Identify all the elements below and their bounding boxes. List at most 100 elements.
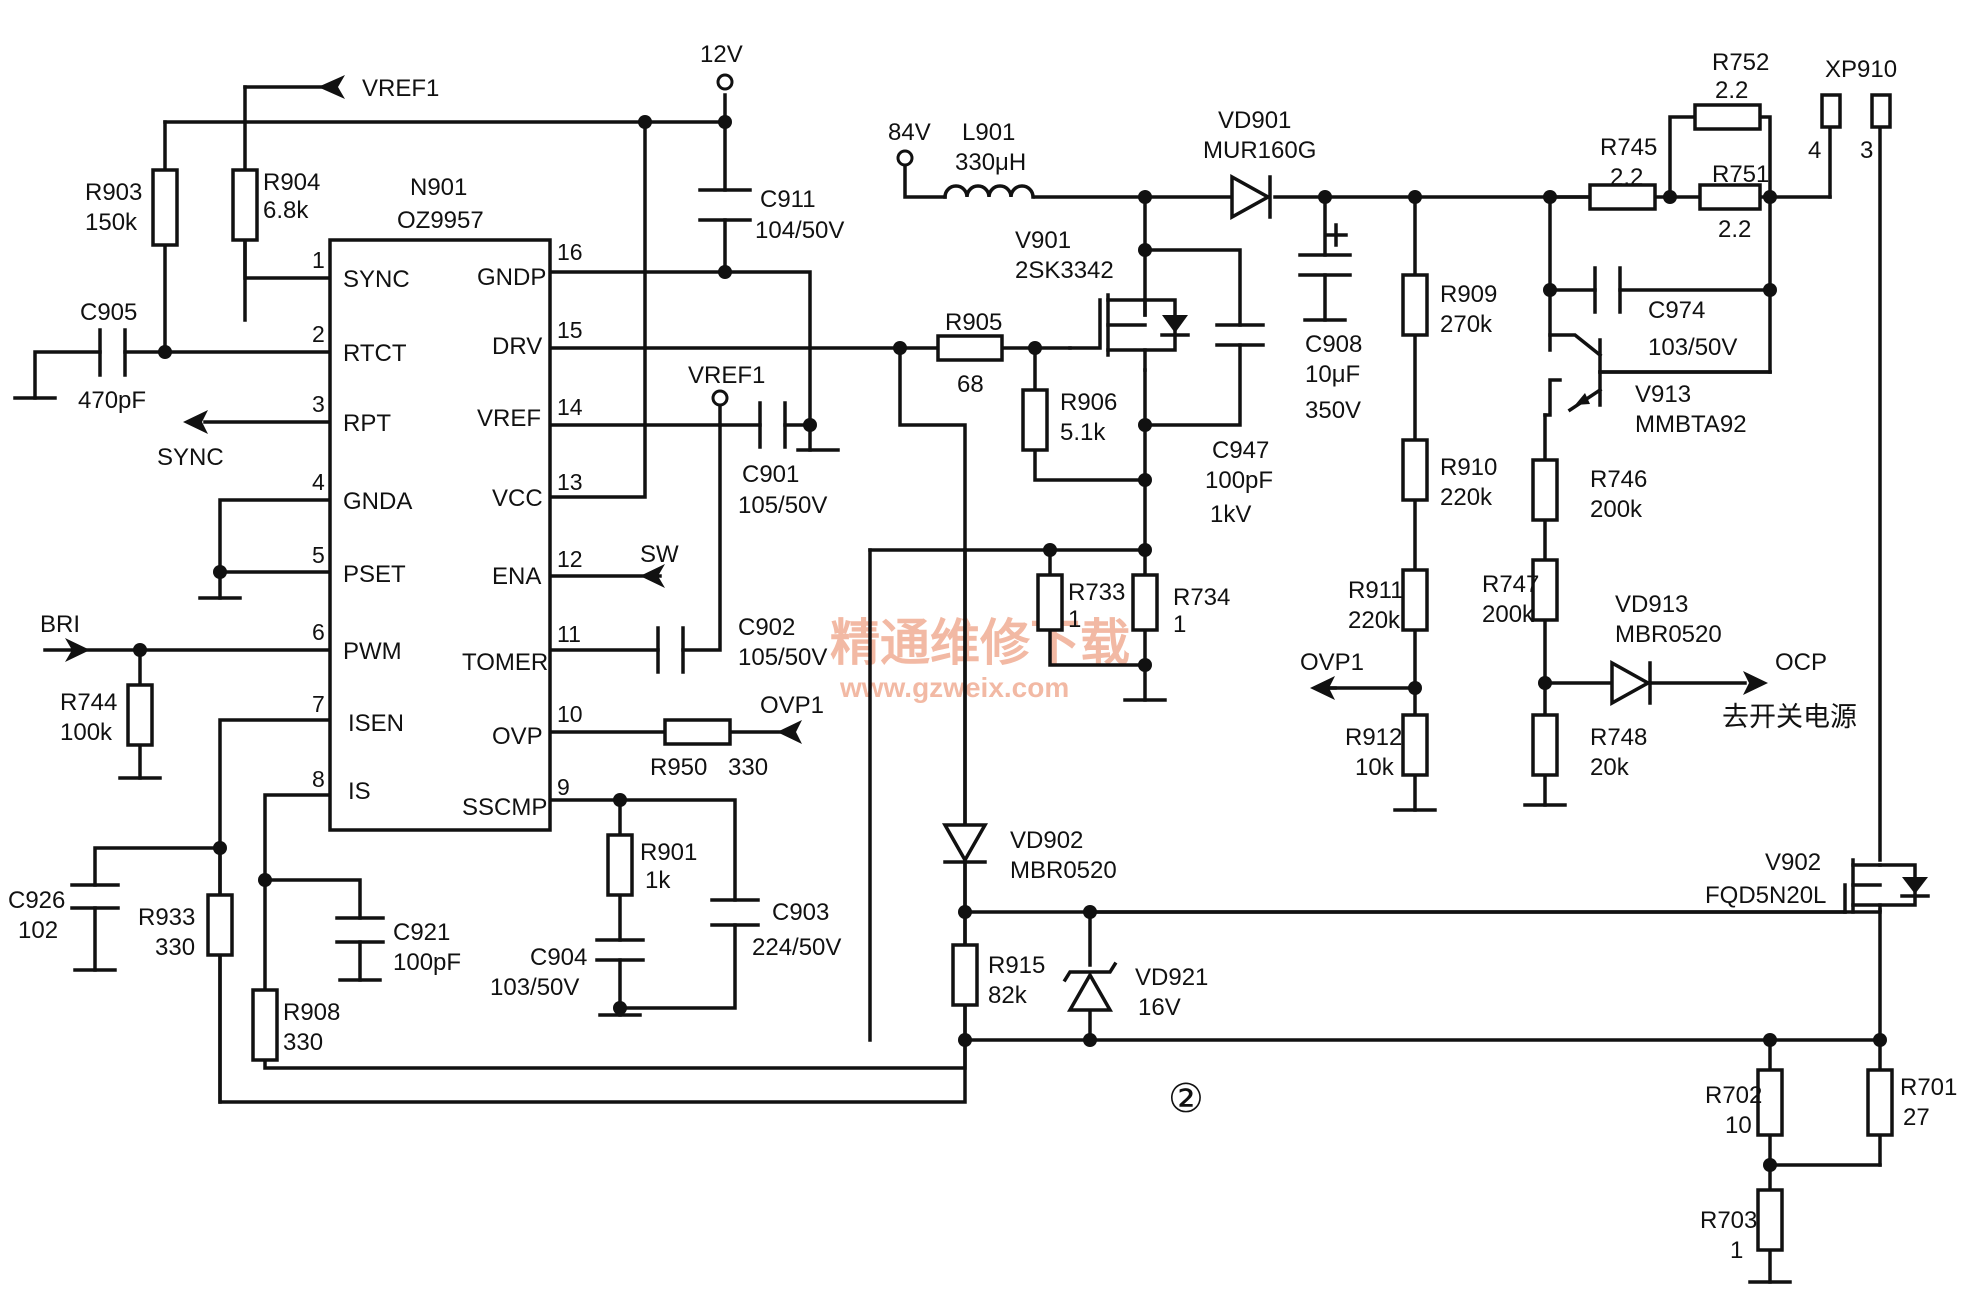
label-val: 100k xyxy=(60,719,113,746)
label-val: 100pF xyxy=(393,949,461,976)
label-ref: R908 xyxy=(283,999,340,1026)
label-val: 10k xyxy=(1355,754,1395,781)
ic-pin-name: RPT xyxy=(343,410,391,437)
resistor-r752 xyxy=(1693,103,1762,131)
label-val: 1 xyxy=(1730,1237,1743,1264)
watermark-cn: 精通维修下载 xyxy=(830,615,1130,671)
label-val: 330 xyxy=(155,934,195,961)
label-val: 330 xyxy=(283,1029,323,1056)
resistor-r733 xyxy=(1036,573,1064,632)
label-val: 10μF xyxy=(1305,361,1360,388)
net-vref1-mid: VREF1 xyxy=(688,362,765,389)
resistor-r703 xyxy=(1756,1188,1784,1252)
label-val: 16V xyxy=(1138,994,1181,1021)
terminal-84v xyxy=(896,149,914,167)
label-val: 1 xyxy=(1173,611,1186,638)
transistor-v913 xyxy=(1548,333,1772,413)
resistor-r701 xyxy=(1866,1068,1894,1137)
label-val: 2SK3342 xyxy=(1015,257,1114,284)
ic-pin-name: VCC xyxy=(492,485,543,512)
net-xp-pin3: 3 xyxy=(1860,137,1873,164)
resistor-r734 xyxy=(1131,573,1159,632)
label-ref: R703 xyxy=(1700,1207,1757,1234)
mosfet-v901 xyxy=(1068,293,1190,372)
ic-n901: N901 OZ9957 1 SYNC 2 RTCT 3 RPT 4 GNDA 5… xyxy=(312,174,583,832)
resistor-r912 xyxy=(1401,713,1429,777)
resistor-r910 xyxy=(1401,438,1429,502)
ic-pin-name: IS xyxy=(348,778,371,805)
label-val: 2.2 xyxy=(1610,164,1643,191)
label-ref: R912 xyxy=(1345,724,1402,751)
label-ref: L901 xyxy=(962,119,1015,146)
label-ref: R950 xyxy=(650,754,707,781)
resistor-r906 xyxy=(1021,388,1049,452)
ic-pin-name: ISEN xyxy=(348,710,404,737)
resistor-r911 xyxy=(1401,568,1429,632)
resistor-r702 xyxy=(1756,1068,1784,1137)
label-ref: R748 xyxy=(1590,724,1647,751)
label-ref: C947 xyxy=(1212,437,1269,464)
label-ref: R904 xyxy=(263,169,320,196)
label-ref: C903 xyxy=(772,899,829,926)
net-12v: 12V xyxy=(700,41,743,68)
ic-pin-num: 7 xyxy=(312,691,325,717)
resistors xyxy=(126,103,1894,1252)
label-val: 1 xyxy=(1068,606,1081,633)
label-ref: C926 xyxy=(8,887,65,914)
label-ref: R933 xyxy=(138,904,195,931)
label-val: 470pF xyxy=(78,387,146,414)
net-84v: 84V xyxy=(888,119,931,146)
label-ref: R702 xyxy=(1705,1082,1762,1109)
label-val: 220k xyxy=(1348,607,1401,634)
terminal-12v xyxy=(716,73,734,91)
ic-pin-num: 14 xyxy=(557,394,583,420)
connector-xp910-pin3 xyxy=(1870,93,1892,129)
label-ref: R909 xyxy=(1440,281,1497,308)
ic-pin-num: 15 xyxy=(557,317,583,343)
label-val: 330μH xyxy=(955,149,1026,176)
ic-ref: N901 xyxy=(410,174,467,201)
resistor-r909 xyxy=(1401,273,1429,337)
ic-pin-name: OVP xyxy=(492,723,543,750)
arrow-ovp1-out xyxy=(1310,676,1335,700)
label-ref: R745 xyxy=(1600,134,1657,161)
mosfet-v902 xyxy=(1843,858,1930,914)
label-val: 150k xyxy=(85,209,138,236)
ic-pin-name: VREF xyxy=(477,405,541,432)
label-ref: V913 xyxy=(1635,381,1691,408)
label-ref: VD913 xyxy=(1615,591,1688,618)
figure-number: ② xyxy=(1168,1077,1204,1121)
ic-pin-num: 16 xyxy=(557,239,583,265)
ic-pin-name: SYNC xyxy=(343,266,410,293)
ic-part: OZ9957 xyxy=(397,207,484,234)
label-val: MBR0520 xyxy=(1010,857,1117,884)
label-val: 20k xyxy=(1590,754,1630,781)
ic-pin-num: 2 xyxy=(312,321,325,347)
ic-pin-num: 11 xyxy=(557,621,581,647)
label-val: MMBTA92 xyxy=(1635,411,1747,438)
label-val: 5.1k xyxy=(1060,419,1106,446)
label-val: 2.2 xyxy=(1718,216,1751,243)
net-bri: BRI xyxy=(40,611,80,638)
label-ref: R701 xyxy=(1900,1074,1957,1101)
ic-pin-name: GNDA xyxy=(343,488,412,515)
resistor-r933 xyxy=(206,893,234,957)
label-ref: R747 xyxy=(1482,571,1539,598)
label-val: 270k xyxy=(1440,311,1493,338)
ic-pin-num: 8 xyxy=(312,766,325,792)
label-ref: R903 xyxy=(85,179,142,206)
label-ref: VD901 xyxy=(1218,107,1291,134)
net-labels: VREF1 12V 84V SYNC BRI VREF1 SW OVP1 OVP… xyxy=(40,41,1897,1121)
resistor-r751 xyxy=(1698,183,1762,211)
resistor-r745 xyxy=(1588,183,1657,211)
label-val: 68 xyxy=(957,371,984,398)
net-ocp: OCP xyxy=(1775,649,1827,676)
label-ref: V902 xyxy=(1765,849,1821,876)
resistor-r901 xyxy=(606,833,634,897)
label-ref: R915 xyxy=(988,952,1045,979)
arrow-bri xyxy=(65,638,90,662)
label-ref: C905 xyxy=(80,299,137,326)
net-vref1: VREF1 xyxy=(362,75,439,102)
label-ref: C921 xyxy=(393,919,450,946)
diode-vd901 xyxy=(1230,174,1272,220)
